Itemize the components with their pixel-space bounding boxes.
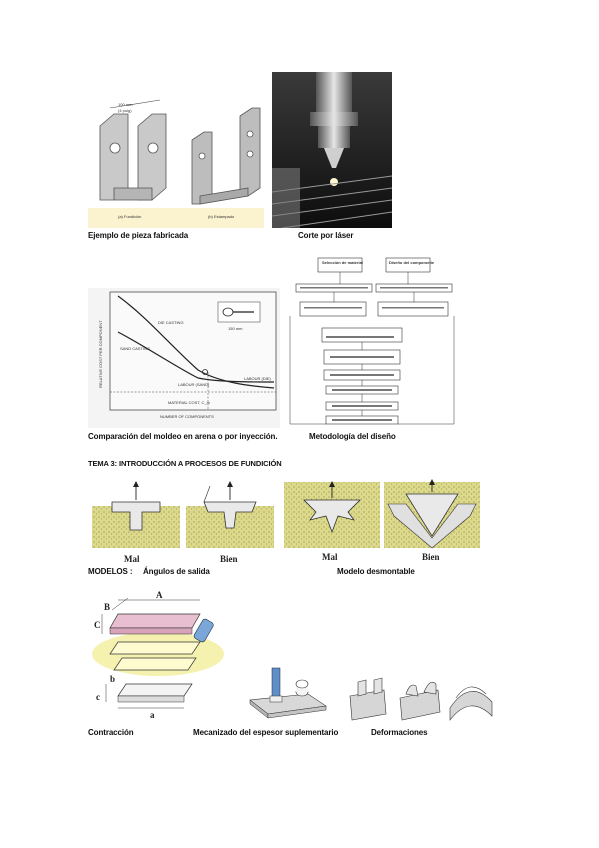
laser-cut-photo [272, 72, 392, 228]
dim-c: c [96, 692, 100, 702]
section-title: TEMA 3: INTRODUCCIÓN A PROCESOS DE FUNDI… [88, 459, 282, 468]
dim-a: a [150, 710, 155, 720]
chart-labour-die-label: LABOUR (DIE) [244, 376, 272, 381]
caption-molding-comparison: Comparación del moldeo en arena o por in… [88, 432, 278, 441]
chart-material-label: MATERIAL COST, C_m [168, 400, 211, 405]
label-mal-2: Mal [322, 552, 338, 562]
dim-b: b [110, 674, 115, 684]
shrinkage-figure: A B C a b c [88, 588, 234, 724]
extra-thickness-figure [244, 660, 332, 724]
molding-cost-chart: 150 mm DIE CASTING SAND CASTING LABOUR (… [88, 288, 280, 428]
flow-sel-material: Selección de material [322, 260, 363, 265]
caption-removable-model: Modelo desmontable [337, 567, 415, 576]
caption-fabricated-part: Ejemplo de pieza fabricada [88, 231, 189, 240]
caption-design-method: Metodología del diseño [309, 432, 396, 441]
dim-B: B [104, 602, 110, 612]
label-mal-1: Mal [124, 554, 140, 564]
caption-extra-thickness: Mecanizado del espesor suplementario [193, 728, 339, 737]
label-bien-1: Bien [220, 554, 238, 564]
deformations-figure [344, 672, 496, 724]
dim-C: C [94, 620, 101, 630]
part-dimension-inches: (4 pulg) [118, 108, 132, 113]
chart-scale-label: 150 mm [228, 326, 243, 331]
caption-draft-angles: Ángulos de salida [143, 567, 210, 576]
flow-diseno: Diseño del componente [389, 260, 435, 265]
caption-shrinkage: Contracción [88, 728, 134, 737]
draft-angles-figure: Mal Bien Mal Bien [88, 476, 484, 566]
caption-deformations: Deformaciones [371, 728, 428, 737]
design-methodology-flowchart: Selección de material Diseño del compone… [286, 252, 458, 428]
chart-sand-label: SAND CASTING [120, 346, 150, 351]
chart-ylabel: RELATIVE COST PER COMPONENT [98, 320, 103, 388]
chart-die-label: DIE CASTING [158, 320, 184, 325]
dim-A: A [156, 590, 163, 600]
fabricated-part-figure: 100 mm (4 pulg) (a) Fundición (b) Estamp… [88, 92, 264, 228]
caption-laser-cut: Corte por láser [298, 231, 354, 240]
part-b-label: (b) Estampado [208, 214, 235, 219]
caption-models: MODELOS : [88, 567, 133, 576]
label-bien-2: Bien [422, 552, 440, 562]
part-dimension-label: 100 mm [118, 102, 133, 107]
chart-labour-sand-label: LABOUR (SAND) [178, 382, 210, 387]
part-a-label: (a) Fundición [118, 214, 141, 219]
chart-xlabel: NUMBER OF COMPONENTS [160, 414, 214, 419]
